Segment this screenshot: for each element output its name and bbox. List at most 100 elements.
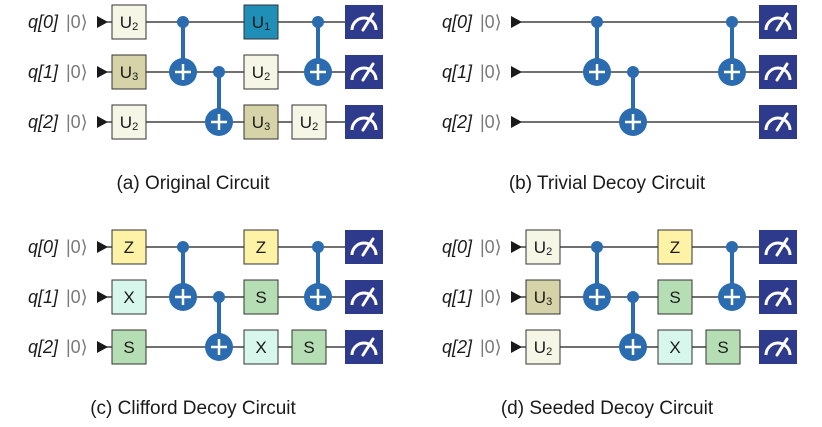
- cnot-gate: [205, 291, 233, 361]
- ket-zero: |0⟩: [66, 287, 88, 307]
- wire-arrow: [511, 241, 522, 253]
- measure-needle: [361, 237, 375, 257]
- gate-U1: U1: [243, 4, 279, 40]
- ket-zero: |0⟩: [480, 12, 502, 32]
- measure-needle: [775, 287, 789, 307]
- measure-box: [345, 5, 383, 39]
- gate-subscript: 3: [546, 296, 552, 308]
- measure-needle: [775, 237, 789, 257]
- ket-zero: |0⟩: [66, 337, 88, 357]
- gate-subscript: 1: [264, 21, 270, 33]
- gate-box: [243, 329, 279, 365]
- panel-caption: (d) Seeded Decoy Circuit: [501, 398, 714, 419]
- cnot-gate: [169, 241, 197, 311]
- wire-arrow: [511, 341, 522, 353]
- qubit-label: q[0]: [442, 237, 473, 257]
- measure-box: [759, 330, 797, 364]
- gate-X: X: [657, 329, 693, 365]
- ket-zero: |0⟩: [480, 337, 502, 357]
- gate-label: Z: [256, 238, 266, 257]
- gate-label: Z: [670, 238, 680, 257]
- cnot-gate: [718, 16, 746, 86]
- wire-arrow: [97, 16, 108, 28]
- qubit-label: q[2]: [442, 337, 473, 357]
- qubit-label: q[2]: [442, 112, 473, 132]
- measure-arc: [764, 66, 792, 81]
- cnot-gate: [304, 241, 332, 311]
- control-dot: [177, 16, 189, 28]
- ket-zero: |0⟩: [66, 237, 88, 257]
- gate-S: S: [705, 329, 741, 365]
- cnot-gate: [205, 66, 233, 136]
- gate-box: [111, 54, 147, 90]
- measure-icon: [759, 330, 797, 364]
- gate-U2: U2: [525, 229, 561, 265]
- measure-box: [759, 5, 797, 39]
- qubit-label: q[1]: [28, 62, 59, 82]
- ket-zero: |0⟩: [480, 287, 502, 307]
- gate-box: [243, 54, 279, 90]
- panel-caption: (c) Clifford Decoy Circuit: [90, 398, 296, 419]
- ket-zero: |0⟩: [480, 237, 502, 257]
- gate-U3: U3: [243, 104, 279, 140]
- measure-icon: [759, 230, 797, 264]
- cnot-gate: [583, 16, 611, 86]
- gate-S: S: [111, 329, 147, 365]
- measure-box: [759, 105, 797, 139]
- gate-subscript: 2: [546, 246, 552, 258]
- gate-Z: Z: [243, 229, 279, 265]
- ket-zero: |0⟩: [480, 62, 502, 82]
- gate-U2: U2: [525, 329, 561, 365]
- cnot-gate: [304, 16, 332, 86]
- gate-U2: U2: [243, 54, 279, 90]
- measure-box: [345, 55, 383, 89]
- measure-icon: [759, 280, 797, 314]
- gate-subscript: 2: [132, 121, 138, 133]
- measure-icon: [345, 330, 383, 364]
- gate-box: [657, 329, 693, 365]
- control-dot: [312, 241, 324, 253]
- measure-icon: [345, 5, 383, 39]
- measure-box: [345, 280, 383, 314]
- cnot-gate: [619, 66, 647, 136]
- measure-box: [759, 280, 797, 314]
- wire-arrow: [97, 66, 108, 78]
- gate-subscript: 2: [132, 21, 138, 33]
- gate-subscript: 2: [264, 71, 270, 83]
- wire-arrow: [97, 116, 108, 128]
- control-dot: [627, 66, 639, 78]
- measure-arc: [764, 341, 792, 356]
- gate-label: X: [123, 288, 134, 307]
- cnot-gate: [619, 291, 647, 361]
- wire-arrow: [511, 291, 522, 303]
- gate-box: [525, 229, 561, 265]
- qubit-label: q[1]: [442, 62, 473, 82]
- circuit-panel-trivial: q[0]|0⟩q[1]|0⟩q[2]|0⟩(b) Trivial Decoy C…: [442, 5, 797, 194]
- measure-icon: [759, 105, 797, 139]
- measure-icon: [345, 230, 383, 264]
- gate-label: Z: [124, 238, 134, 257]
- gate-U2: U2: [291, 104, 327, 140]
- gate-box: [243, 104, 279, 140]
- measure-arc: [764, 16, 792, 31]
- control-dot: [726, 16, 738, 28]
- qubit-label: q[1]: [28, 287, 59, 307]
- control-dot: [213, 66, 225, 78]
- measure-needle: [775, 12, 789, 32]
- gate-X: X: [111, 279, 147, 315]
- gate-label: S: [669, 288, 680, 307]
- gate-label: X: [255, 338, 266, 357]
- measure-arc: [350, 241, 378, 256]
- panel-caption: (a) Original Circuit: [116, 173, 270, 194]
- measure-arc: [764, 291, 792, 306]
- gate-U2: U2: [111, 104, 147, 140]
- measure-icon: [759, 55, 797, 89]
- control-dot: [627, 291, 639, 303]
- control-dot: [591, 16, 603, 28]
- ket-zero: |0⟩: [66, 12, 88, 32]
- gate-S: S: [243, 279, 279, 315]
- measure-needle: [361, 12, 375, 32]
- gate-box: [243, 279, 279, 315]
